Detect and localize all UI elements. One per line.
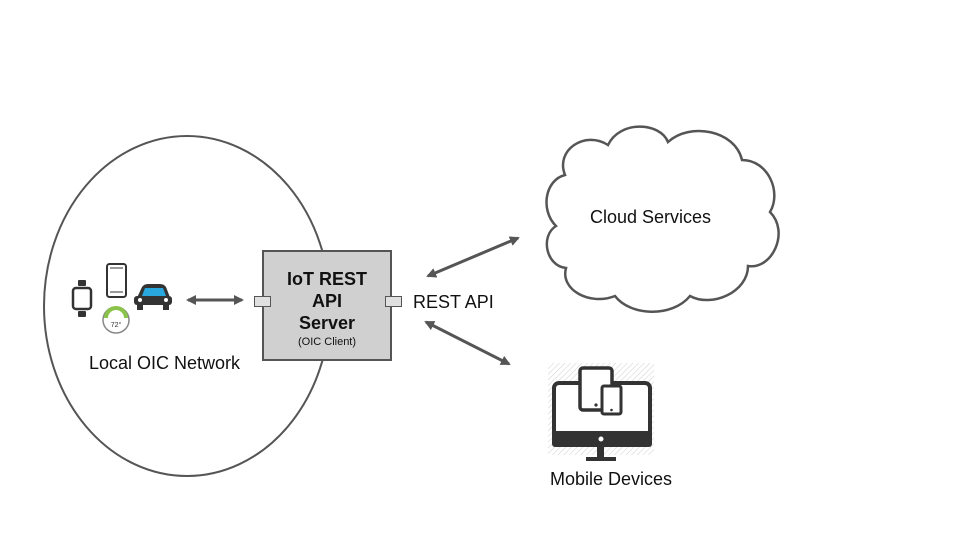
cloud-services-label: Cloud Services: [590, 207, 712, 227]
cloud-shape: [545, 125, 780, 313]
car-icon: [134, 284, 172, 310]
arrow-server-cloud: [426, 236, 520, 278]
smartphone-icon: [106, 263, 127, 298]
server-right-port: [385, 296, 402, 307]
mobile-devices-icon: [548, 363, 654, 461]
thermostat-reading: 72°: [111, 321, 122, 329]
server-title: IoT REST API Server: [264, 268, 390, 334]
mobile-devices-label: Mobile Devices: [550, 469, 673, 489]
wearable-watch-icon: [71, 280, 93, 317]
server-title-line-3: Server: [298, 313, 356, 333]
server-title-line-1: IoT REST: [287, 269, 367, 289]
rest-api-edge-label: REST API: [413, 292, 494, 312]
server-left-port: [254, 296, 271, 307]
server-subtitle: (OIC Client): [297, 336, 357, 348]
thermostat-icon: 72°: [102, 306, 130, 334]
iot-rest-api-server-node: IoT REST API Server (OIC Client): [262, 250, 392, 361]
arrow-server-mobile: [424, 320, 511, 366]
local-network-label: Local OIC Network: [89, 353, 241, 373]
server-title-line-2: API: [311, 291, 342, 311]
